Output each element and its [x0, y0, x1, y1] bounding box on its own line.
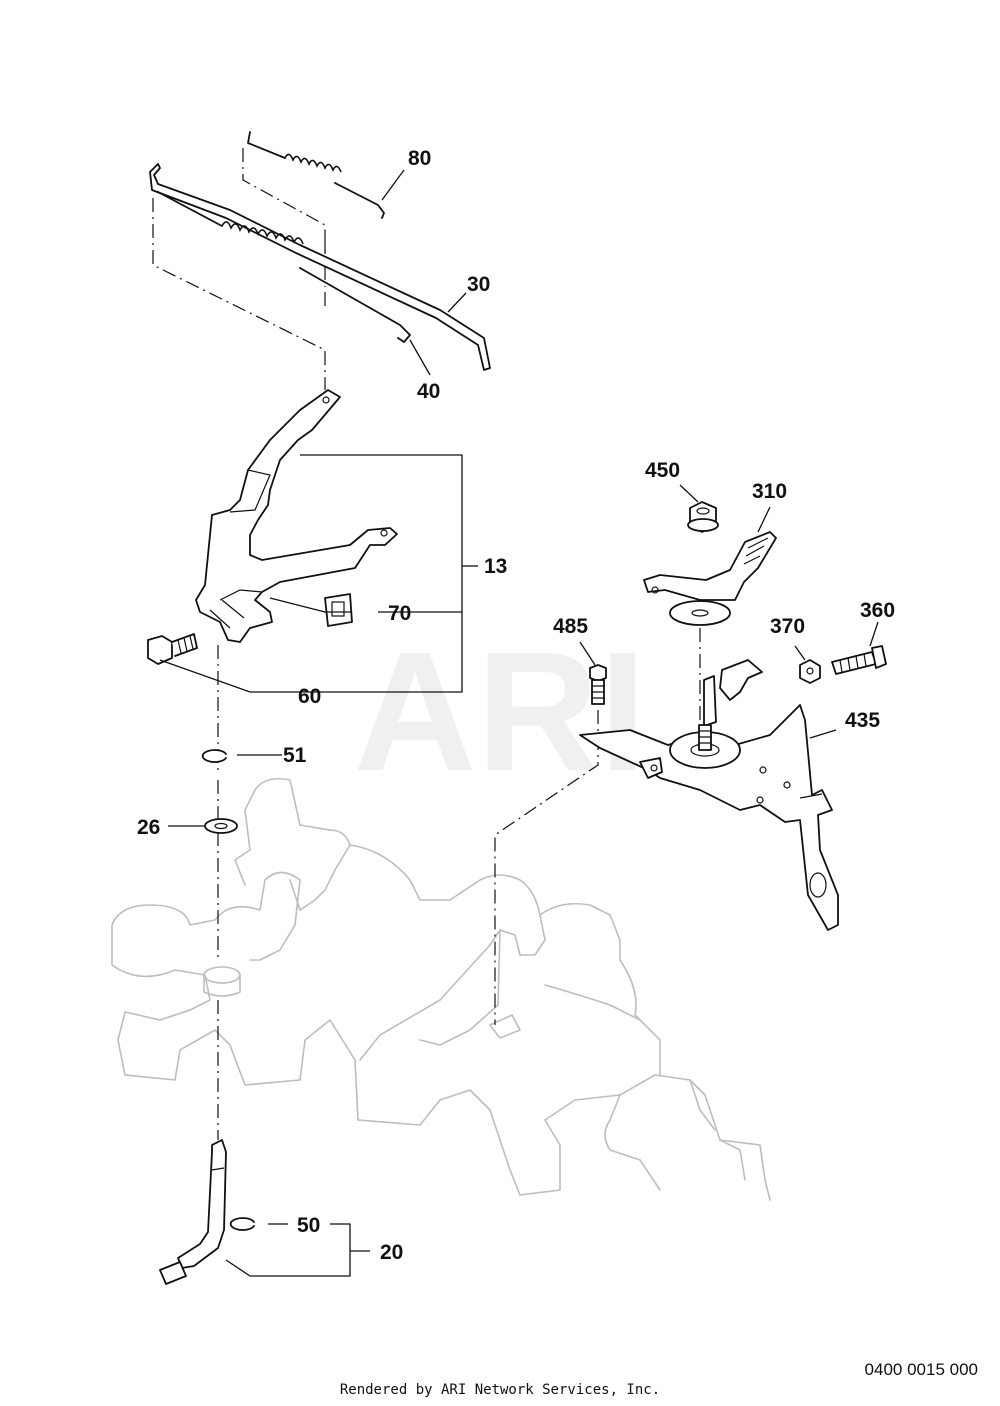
part-51-clip[interactable]	[201, 749, 227, 763]
part-485-bolt[interactable]	[589, 664, 607, 705]
callout-435: 435	[845, 709, 880, 732]
callout-30: 30	[467, 273, 490, 296]
callout-370: 370	[770, 615, 805, 638]
part-435-bracket[interactable]	[579, 659, 839, 931]
callout-50: 50	[297, 1214, 320, 1237]
part-60-bolt[interactable]	[147, 633, 198, 665]
part-26-washer[interactable]	[204, 818, 238, 834]
part-20-shaft[interactable]	[159, 1139, 227, 1285]
callout-40: 40	[417, 380, 440, 403]
part-310-lever[interactable]	[643, 531, 777, 626]
callout-20: 20	[380, 1241, 403, 1264]
part-40-spring[interactable]	[157, 191, 411, 343]
callout-51: 51	[283, 744, 307, 767]
callout-13: 13	[484, 555, 507, 578]
callout-450: 450	[645, 459, 680, 482]
part-30-rod[interactable]	[149, 163, 491, 371]
callout-60: 60	[298, 685, 321, 708]
part-370-nut[interactable]	[799, 659, 821, 684]
leader-lines	[159, 169, 879, 1277]
part-70-clip[interactable]	[324, 593, 353, 627]
part-80-spring[interactable]	[247, 131, 385, 219]
part-13-governor-lever[interactable]	[195, 389, 398, 643]
document-number: 0400 0015 000	[864, 1360, 978, 1379]
callout-80: 80	[408, 147, 431, 170]
callout-360: 360	[860, 599, 895, 622]
engine-outline	[111, 777, 771, 1201]
part-50-clip[interactable]	[229, 1217, 255, 1231]
callout-485: 485	[553, 615, 588, 638]
callout-310: 310	[752, 480, 787, 503]
callout-70: 70	[388, 602, 411, 625]
callout-26: 26	[137, 816, 160, 839]
footer-credit: Rendered by ARI Network Services, Inc.	[339, 1382, 661, 1398]
part-450-nut[interactable]	[687, 501, 719, 533]
part-360-screw[interactable]	[831, 645, 887, 675]
watermark: ARI	[354, 617, 647, 807]
